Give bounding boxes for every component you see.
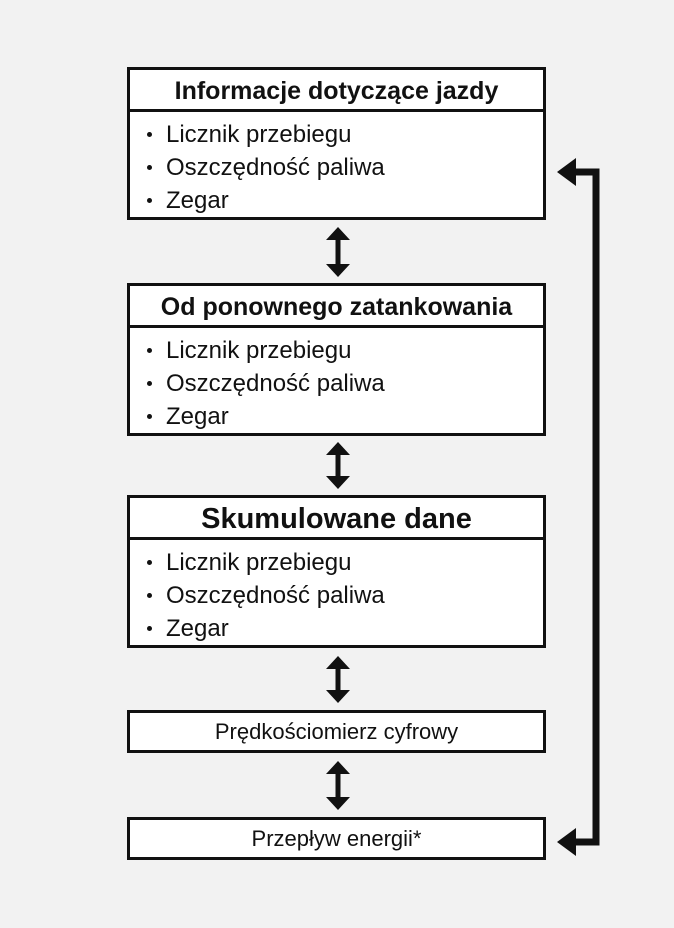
digital-speedometer-box: Prędkościomierz cyfrowy (127, 710, 546, 753)
trip-info-list: Licznik przebiegu Oszczędność paliwa Zeg… (130, 112, 543, 217)
energy-flow-label: Przepływ energii* (251, 826, 422, 851)
double-arrow-icon (326, 761, 350, 810)
cumulative-data-list: Licznik przebiegu Oszczędność paliwa Zeg… (130, 540, 543, 645)
since-refuel-list: Licznik przebiegu Oszczędność paliwa Zeg… (130, 328, 543, 433)
list-item: Zegar (130, 612, 543, 645)
double-arrow-icon (326, 227, 350, 277)
trip-info-box: Informacje dotyczące jazdy Licznik przeb… (127, 67, 546, 220)
list-item: Licznik przebiegu (130, 118, 543, 151)
list-item: Licznik przebiegu (130, 334, 543, 367)
double-arrow-icon (326, 442, 350, 489)
return-arrow-icon (557, 158, 600, 856)
double-arrow-icon (326, 656, 350, 703)
list-item: Zegar (130, 400, 543, 433)
list-item: Zegar (130, 184, 543, 217)
list-item: Oszczędność paliwa (130, 151, 543, 184)
cumulative-data-title: Skumulowane dane (130, 498, 543, 540)
trip-info-title: Informacje dotyczące jazdy (130, 70, 543, 112)
digital-speedometer-label: Prędkościomierz cyfrowy (214, 719, 459, 744)
cumulative-data-box: Skumulowane dane Licznik przebiegu Oszcz… (127, 495, 546, 648)
list-item: Oszczędność paliwa (130, 367, 543, 400)
energy-flow-box: Przepływ energii* (127, 817, 546, 860)
list-item: Licznik przebiegu (130, 546, 543, 579)
list-item: Oszczędność paliwa (130, 579, 543, 612)
since-refuel-title: Od ponownego zatankowania (130, 286, 543, 328)
since-refuel-box: Od ponownego zatankowania Licznik przebi… (127, 283, 546, 436)
